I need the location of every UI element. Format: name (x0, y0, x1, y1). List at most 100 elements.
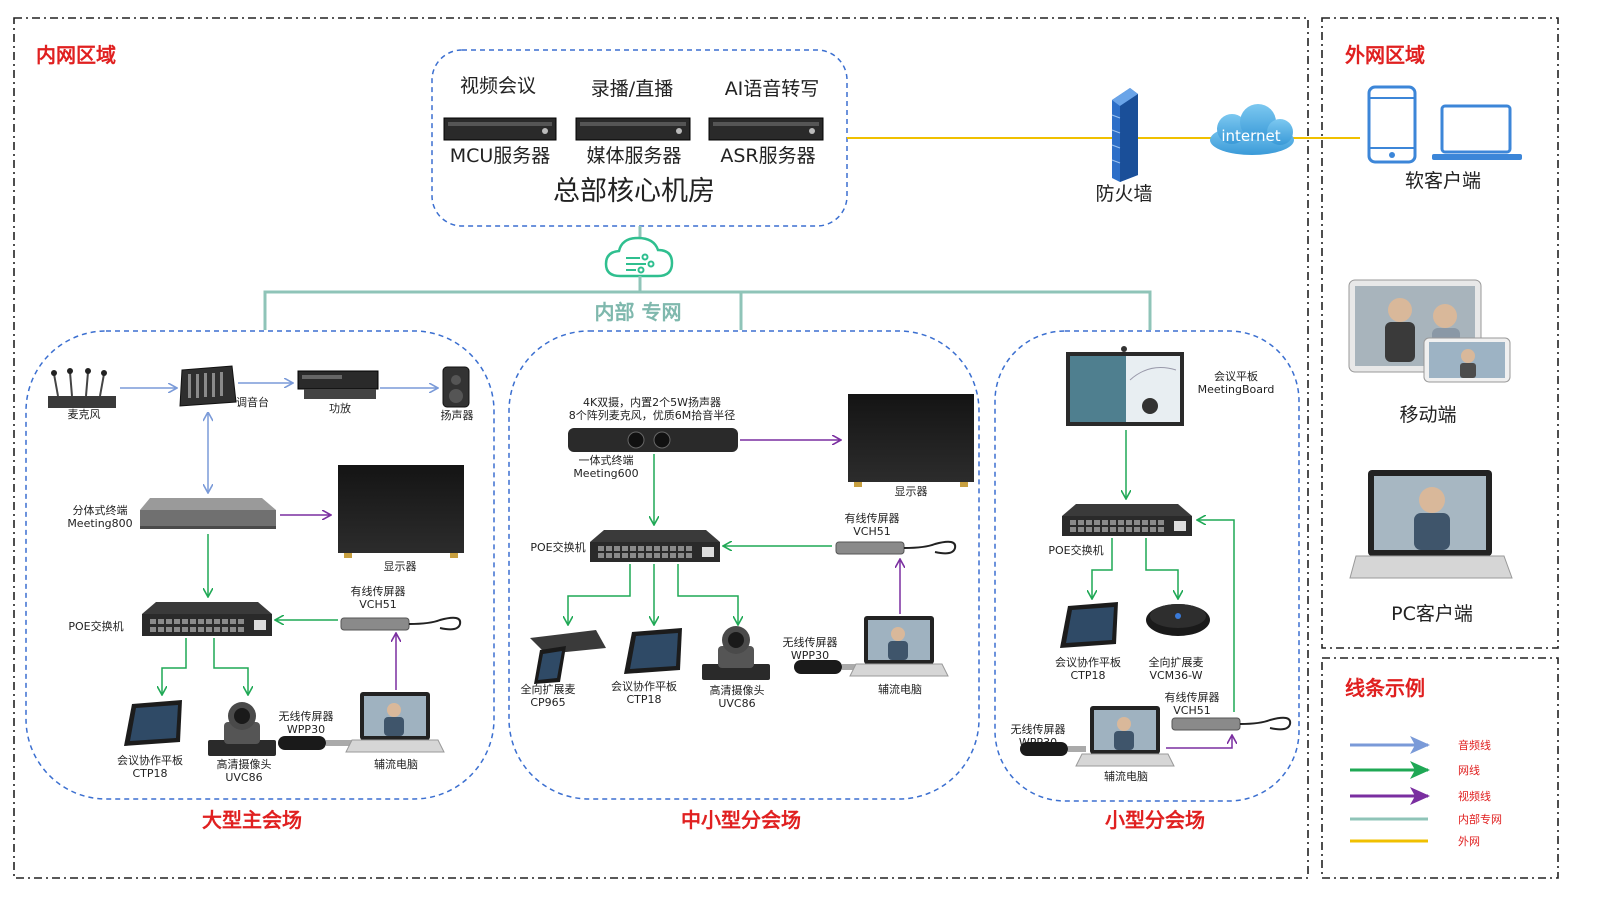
camera-label-2: UVC86 (225, 771, 262, 784)
ctp-label-1: 会议协作平板 (117, 753, 183, 767)
soft-client-label: 软客户端 (1405, 170, 1481, 192)
vch-to-poe-line (1198, 520, 1235, 712)
poe-switch-icon (1062, 504, 1192, 536)
intranet-zone-border (13, 17, 1309, 879)
vch-label-1: 有线传屏器 (845, 511, 900, 525)
pc-client-laptop-icon (1349, 470, 1513, 579)
wireless-mic-icon (48, 368, 116, 408)
mobile-label: 移动端 (1399, 404, 1456, 426)
vch-label-2: VCH51 (1173, 704, 1210, 717)
server-2-top-label: 录播/直播 (591, 78, 673, 100)
aux-pc-laptop-icon (1075, 706, 1175, 767)
server-2-bottom-label: 媒体服务器 (586, 145, 681, 167)
legend: 音频线 网线 视频线 内部专网 外网 (1350, 736, 1502, 848)
meeting-board-icon (1066, 346, 1184, 426)
poe-to-ctp-line (162, 638, 187, 694)
phone-icon (1367, 85, 1417, 164)
extranet-zone-border (1321, 17, 1559, 649)
wpp-label-2: WPP30 (791, 649, 829, 662)
amplifier-icon (297, 370, 379, 399)
legend-private-label: 内部专网 (1458, 812, 1502, 826)
server-3-top-label: AI语音转写 (725, 78, 820, 100)
ctp-label-2: CTP18 (1070, 669, 1105, 682)
poe-to-vcm-line (1145, 538, 1178, 598)
aux-pc-label: 辅流电脑 (374, 757, 418, 771)
large-venue-title: 大型主会场 (202, 808, 302, 832)
ctp-label-2: CTP18 (132, 767, 167, 780)
terminal-label-2: Meeting600 (573, 467, 638, 480)
vcm-label-1: 全向扩展麦 (1149, 655, 1204, 669)
firewall-label: 防火墙 (1095, 183, 1152, 205)
server-3-bottom-label: ASR服务器 (720, 145, 815, 167)
medium-venue-title: 中小型分会场 (681, 808, 801, 832)
poe-label: POE交换机 (530, 540, 585, 554)
amp-label: 功放 (329, 401, 351, 415)
terminal-note-1: 4K双摄，内置2个5W扬声器 (583, 395, 721, 409)
poe-to-ctp-line (1092, 538, 1113, 598)
display-icon (338, 465, 464, 558)
small-venue-title: 小型分会场 (1105, 808, 1205, 832)
vch51-icon (340, 616, 462, 631)
ctp-label-1: 会议协作平板 (1055, 655, 1121, 669)
pc-client-label: PC客户端 (1391, 603, 1473, 625)
private-network-bus (263, 290, 1152, 330)
private-net-label-bg (586, 298, 696, 326)
mixer-icon (179, 365, 237, 407)
aux-pc-label: 辅流电脑 (1104, 769, 1148, 783)
vch-label-2: VCH51 (853, 525, 890, 538)
poe-to-cp965-line (568, 564, 631, 624)
small-venue-box (994, 330, 1300, 802)
wpp-label-2: WPP30 (287, 723, 325, 736)
terminal-label-1: 一体式终端 (579, 453, 634, 467)
uvc86-camera-icon (208, 702, 276, 756)
vch-label-1: 有线传屏器 (351, 584, 406, 598)
speaker-label: 扬声器 (441, 408, 474, 422)
poe-label: POE交换机 (68, 619, 123, 633)
cp965-conference-phone-icon (530, 630, 606, 684)
legend-video-label: 视频线 (1458, 789, 1491, 803)
vch-label-1: 有线传屏器 (1165, 690, 1220, 704)
cp965-label-2: CP965 (530, 696, 565, 709)
wpp30-dongle-icon (278, 736, 352, 750)
mcu-server-icon (443, 117, 557, 141)
server-1-bottom-label: MCU服务器 (450, 145, 551, 167)
private-network-cloud-icon (604, 236, 674, 278)
aux-pc-laptop-icon (849, 616, 949, 677)
poe-to-camera-line (213, 638, 248, 694)
display-label: 显示器 (895, 485, 928, 498)
vch51-icon (835, 540, 957, 555)
legend-zone-border (1321, 657, 1559, 879)
display-icon (848, 394, 974, 487)
server-1-top-label: 视频会议 (460, 75, 536, 97)
legend-net-label: 网线 (1458, 763, 1480, 777)
small-venue: 会议平板 MeetingBoard POE交换机 会议协作平板 CTP18 (1011, 346, 1292, 783)
meeting800-terminal-icon (140, 498, 276, 529)
poe-label: POE交换机 (1048, 543, 1103, 557)
firewall-icon (1111, 88, 1138, 182)
speaker-icon (442, 366, 470, 408)
board-label-1: 会议平板 (1214, 369, 1258, 383)
vch51-icon (1171, 716, 1292, 731)
poe-to-camera-line (677, 564, 738, 624)
internet-cloud-icon (1210, 104, 1294, 155)
large-venue: 麦克风 调音台 功放 扬声器 分体式终端 Me (48, 365, 474, 784)
ctp-label-2: CTP18 (626, 693, 661, 706)
camera-label-1: 高清摄像头 (710, 683, 765, 697)
aux-pc-label: 辅流电脑 (878, 682, 922, 696)
server-group: 视频会议 录播/直播 AI语音转写 MCU服务器 媒体服务器 ASR服务器 (443, 75, 824, 167)
intranet-zone-title: 内网区域 (36, 43, 116, 67)
aux-pc-laptop-icon (345, 692, 445, 753)
poe-switch-icon (590, 530, 720, 562)
pc-to-vch-line (1166, 736, 1232, 749)
ctp18-tablet-icon (624, 628, 682, 674)
mic-label: 麦克风 (68, 408, 101, 421)
vch-label-2: VCH51 (359, 598, 396, 611)
uvc86-camera-icon (702, 626, 770, 680)
poe-switch-icon (142, 602, 272, 636)
ctp-label-1: 会议协作平板 (611, 679, 677, 693)
terminal-label-2: Meeting800 (67, 517, 132, 530)
vcm36-mic-icon (1146, 604, 1210, 636)
private-network-label: 内部 专网 (595, 300, 682, 324)
media-server-icon (575, 117, 691, 141)
